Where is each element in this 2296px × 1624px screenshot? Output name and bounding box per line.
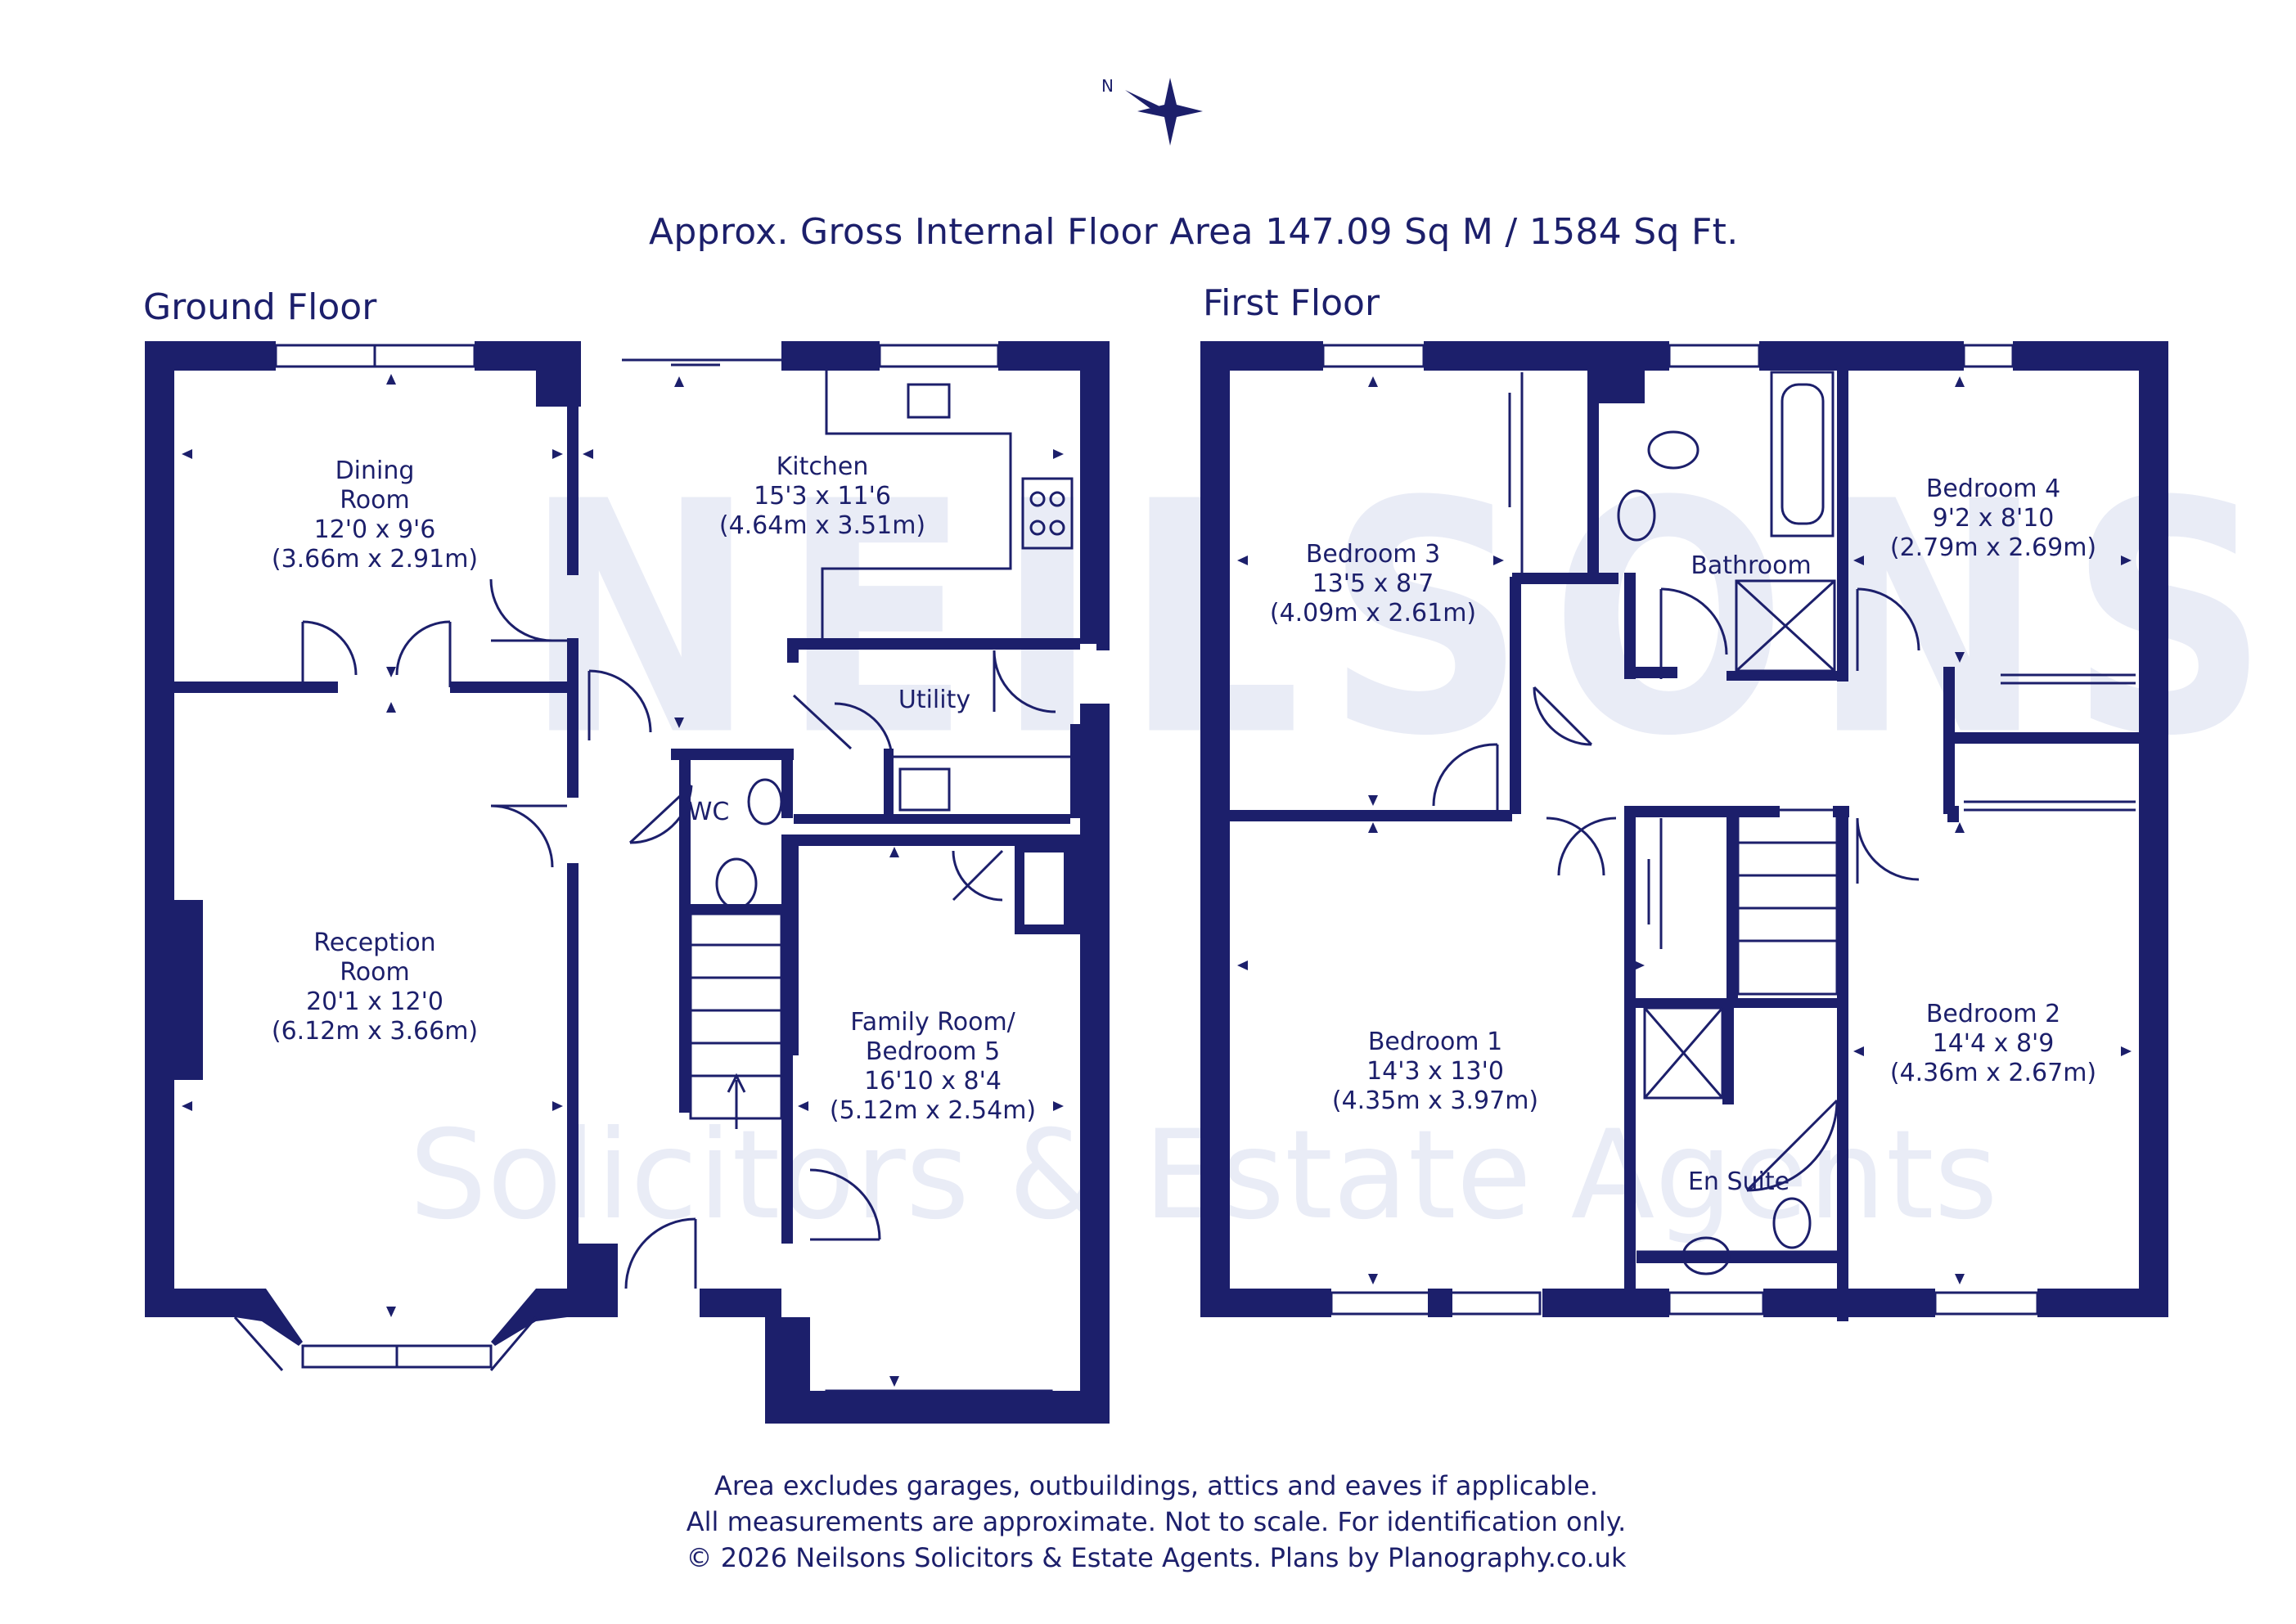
area-title: Approx. Gross Internal Floor Area 147.09… (649, 211, 1739, 253)
room-utility: Utility (898, 686, 971, 714)
room-bathroom: Bathroom (1690, 551, 1812, 580)
ground-floor-label: Ground Floor (143, 286, 377, 328)
compass-north-icon (1125, 78, 1203, 146)
room-family-bedroom5: Family Room/Bedroom 5 16'10 x 8'4(5.12m … (829, 1008, 1037, 1125)
footer-line-1: Area excludes garages, outbuildings, att… (714, 1470, 1598, 1501)
room-wc: WC (687, 798, 730, 826)
room-en-suite: En Suite (1687, 1167, 1790, 1196)
compass-north-label: N (1101, 76, 1114, 96)
watermark-brand: NEILSONS (524, 434, 2294, 807)
footer-notes: Area excludes garages, outbuildings, att… (687, 1468, 1627, 1576)
first-floor-label: First Floor (1203, 282, 1380, 324)
fittings (233, 344, 2136, 1414)
footer-line-3: © 2026 Neilsons Solicitors & Estate Agen… (686, 1542, 1627, 1574)
footer-line-2: All measurements are approximate. Not to… (686, 1506, 1627, 1538)
walls (145, 341, 2168, 1424)
dimension-markers (182, 374, 2132, 1387)
